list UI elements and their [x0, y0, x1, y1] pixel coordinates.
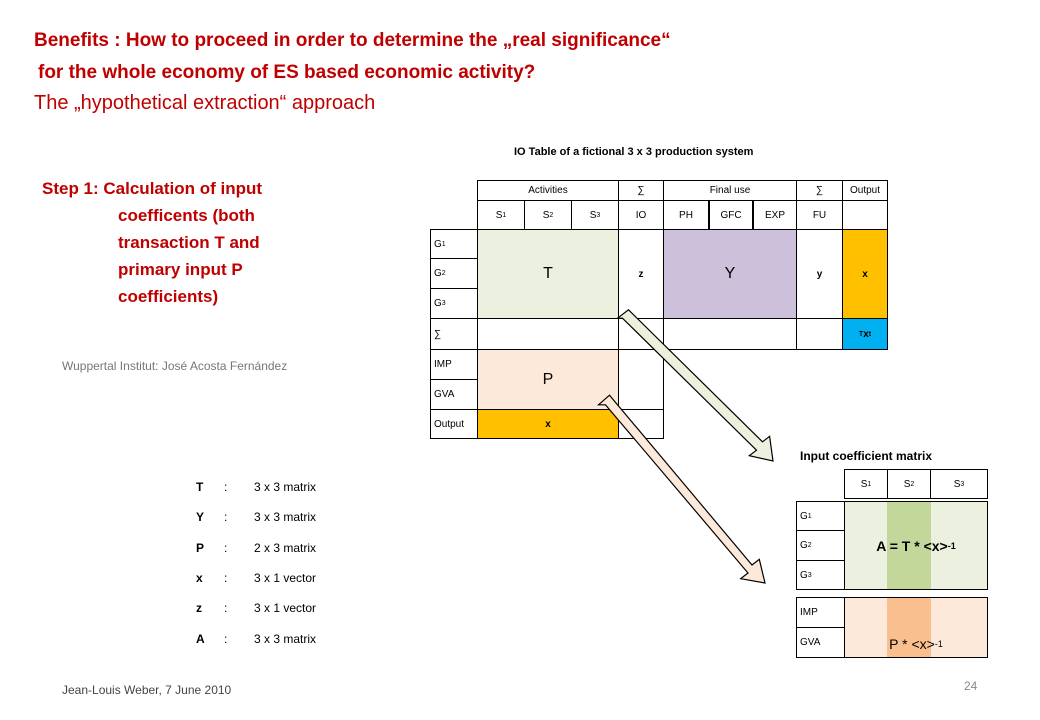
coef-formula-A: A = T * <x>-1 — [876, 537, 956, 554]
slide-title-line2: for the whole economy of ES based econom… — [38, 62, 536, 83]
coef-block-P-column — [887, 598, 931, 657]
step-line: coefficients) — [118, 287, 219, 306]
step-line: coefficents (both — [118, 206, 255, 225]
coef-row-gva: GVA — [796, 627, 845, 658]
coef-formula-P: P * <x>-1 — [889, 636, 943, 652]
step-description: Step 1: Calculation of input coefficents… — [42, 175, 262, 310]
legend-row: z:3 x 1 vector — [196, 601, 317, 615]
slide-title-line1: Benefits : How to proceed in order to de… — [34, 30, 671, 51]
arrow-to-P — [596, 394, 766, 584]
legend-row: A:3 x 3 matrix — [196, 632, 317, 646]
coef-block-A-column — [887, 502, 931, 589]
source-credit: Wuppertal Institut: José Acosta Fernánde… — [62, 359, 288, 373]
step-line: primary input P — [118, 260, 243, 279]
io-block-T: T — [477, 229, 619, 319]
arrow-to-A — [615, 309, 774, 462]
legend-row: Y:3 x 3 matrix — [196, 510, 317, 524]
footer-author: Jean-Louis Weber, 7 June 2010 — [62, 683, 232, 697]
io-block-P: P — [477, 349, 619, 410]
step-line: Step 1: Calculation of input — [42, 179, 263, 198]
page-number: 24 — [964, 679, 978, 693]
io-block-x-bottom: x — [477, 409, 619, 439]
coef-row-imp: IMP — [796, 597, 845, 628]
io-block-x: x — [842, 229, 888, 319]
legend-row: P:2 x 3 matrix — [196, 541, 317, 555]
io-block-Y: Y — [663, 229, 797, 319]
step-line: transaction T and — [118, 233, 260, 252]
legend-row: T:3 x 3 matrix — [196, 480, 317, 494]
slide-subtitle: The „hypothetical extraction“ approach — [34, 92, 376, 114]
io-table-title: IO Table of a fictional 3 x 3 production… — [514, 146, 754, 158]
legend-row: x:3 x 1 vector — [196, 571, 317, 585]
coef-matrix-title: Input coefficient matrix — [800, 449, 933, 463]
